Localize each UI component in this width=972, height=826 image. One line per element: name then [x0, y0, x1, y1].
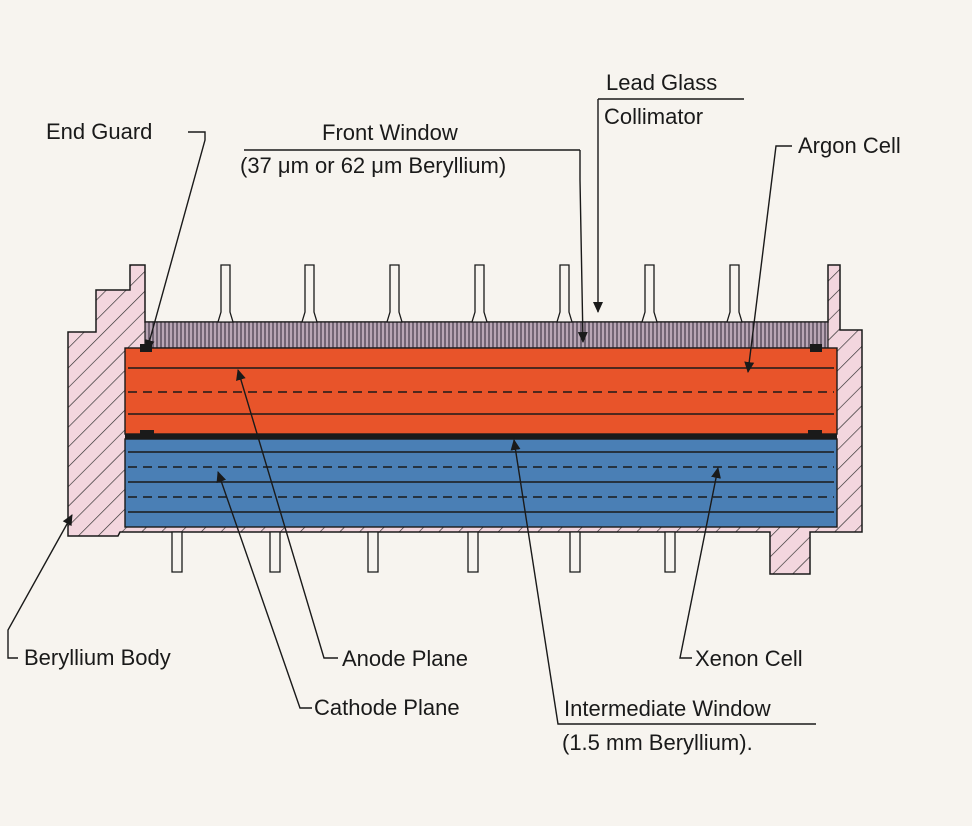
intermediate-window-leader: [510, 439, 816, 725]
argon-wires: [128, 367, 834, 415]
argon-cell-leader: [744, 145, 792, 373]
leader-lines: [7, 98, 816, 725]
label-anode-plane: Anode Plane: [342, 646, 468, 671]
bottom-posts: [171, 531, 676, 573]
beryllium-body-leader: [7, 514, 73, 659]
intermediate-window: [125, 434, 837, 439]
end-guard-left-mid: [140, 430, 154, 440]
label-front-window-detail: (37 μm or 62 μm Beryllium): [240, 153, 507, 178]
label-cathode-plane: Cathode Plane: [314, 695, 460, 720]
label-intermediate-window: Intermediate Window: [564, 696, 771, 721]
xenon-wires: [128, 451, 834, 513]
lead-glass-collimator: [144, 321, 829, 349]
front-window-leader: [577, 150, 588, 343]
end-guard-right-top: [810, 344, 822, 352]
label-xenon-cell: Xenon Cell: [695, 646, 803, 671]
anode-plane-leader: [236, 369, 338, 659]
xenon-cell-leader: [679, 467, 721, 659]
label-argon-cell: Argon Cell: [798, 133, 901, 158]
label-end-guard: End Guard: [46, 119, 153, 144]
label-beryllium-body: Beryllium Body: [24, 645, 171, 670]
front-posts: [217, 264, 743, 323]
label-collimator: Collimator: [604, 104, 704, 129]
label-front-window: Front Window: [322, 120, 458, 145]
argon-cell: [124, 347, 838, 435]
end-guard-right-mid: [808, 430, 822, 440]
label-intermediate-window-detail: (1.5 mm Beryllium).: [562, 730, 753, 755]
label-lead-glass: Lead Glass: [606, 70, 718, 95]
end-guard-left-top: [140, 344, 152, 352]
end-guard-leader: [144, 131, 206, 351]
cathode-plane-leader: [216, 471, 312, 709]
